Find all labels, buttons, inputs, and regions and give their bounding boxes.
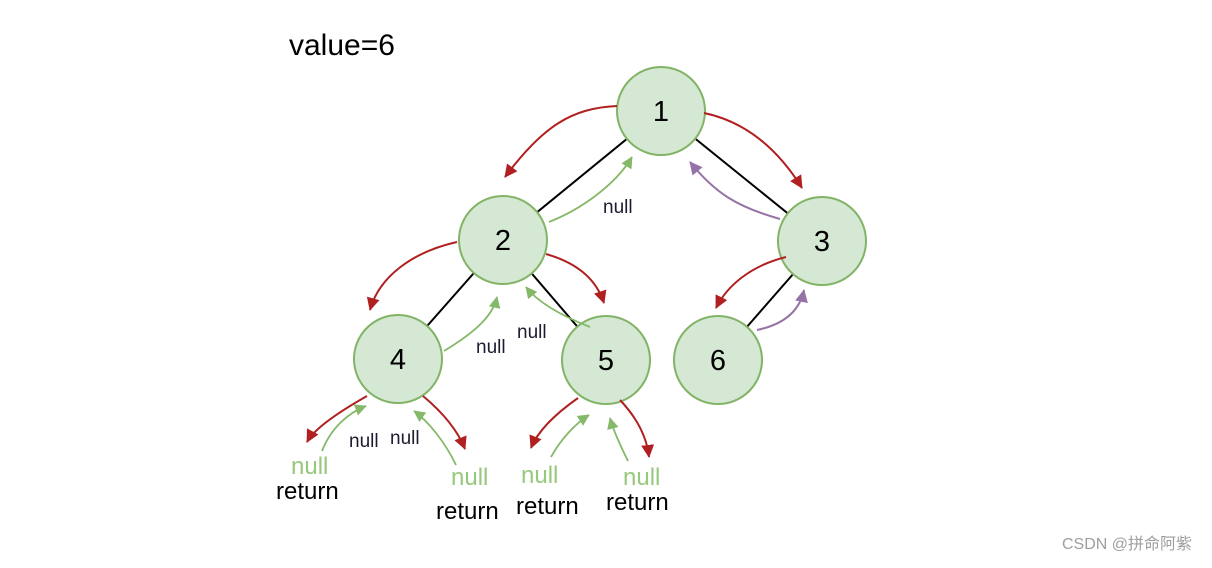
return-arrow-null-to-5-right — [607, 417, 629, 462]
node-1-label: 1 — [653, 96, 669, 128]
leaf-return-2: return — [436, 498, 499, 525]
return-arrow-null-to-4-right — [413, 410, 457, 466]
traverse-arrow-1-to-3 — [703, 112, 803, 189]
tree-node-5: 5 — [561, 315, 651, 405]
null-label-5-to-2: null — [517, 322, 547, 343]
leaf-return-4: return — [606, 489, 669, 516]
traverse-arrow-4-left-null — [306, 395, 368, 443]
return-arrow-null-to-4-left — [321, 404, 367, 452]
return-arrow-5-to-2 — [525, 286, 591, 328]
node-4-label: 4 — [390, 344, 406, 376]
return-arrow-2-to-1 — [548, 156, 633, 223]
tree-node-4: 4 — [353, 314, 443, 404]
leaf-null-2: null — [451, 464, 489, 491]
traverse-arrow-2-to-5 — [545, 253, 607, 304]
node-2-circle — [458, 195, 548, 285]
node-2-label: 2 — [495, 225, 511, 257]
return-arrow-null-to-5-left — [550, 414, 590, 458]
search-value-title: value=6 — [289, 29, 395, 62]
traverse-arrow-3-to-6 — [715, 256, 787, 309]
null-label-2-to-1: null — [603, 197, 633, 218]
node-3-circle — [777, 196, 867, 286]
node-6-label: 6 — [710, 345, 726, 377]
leaf-return-3: return — [516, 493, 579, 520]
tree-nodes: 1 2 3 4 5 6 — [353, 66, 867, 405]
leaf-null-3: null — [521, 462, 559, 489]
node-5-label: 5 — [598, 345, 614, 377]
node-1-circle — [616, 66, 706, 156]
tree-node-1: 1 — [616, 66, 706, 156]
found-arrows — [689, 161, 808, 331]
traverse-arrow-5-left-null — [529, 397, 579, 449]
leaf-null-1: null — [291, 453, 329, 480]
null-label-4-to-2: null — [476, 337, 506, 358]
traverse-arrows — [306, 105, 803, 458]
node-5-circle — [561, 315, 651, 405]
watermark: CSDN @拼命阿紫 — [1062, 536, 1193, 553]
null-label-4-left: null — [349, 431, 379, 452]
node-6-circle — [673, 315, 763, 405]
traverse-arrow-2-to-4 — [366, 241, 458, 311]
traverse-arrow-1-to-2 — [504, 105, 618, 178]
found-arrow-6-to-3 — [756, 289, 808, 331]
tree-node-2: 2 — [458, 195, 548, 285]
traverse-arrow-4-right-null — [422, 395, 467, 450]
return-arrow-4-to-2 — [443, 296, 501, 352]
traverse-arrow-5-right-null — [619, 399, 655, 458]
leaf-null-4: null — [623, 464, 661, 491]
node-4-circle — [353, 314, 443, 404]
return-arrows — [321, 156, 633, 466]
tree-node-3: 3 — [777, 196, 867, 286]
null-label-4-right: null — [390, 428, 420, 449]
node-3-label: 3 — [814, 226, 830, 258]
found-arrow-3-to-1 — [689, 161, 781, 220]
leaf-return-1: return — [276, 478, 339, 505]
tree-node-6: 6 — [673, 315, 763, 405]
